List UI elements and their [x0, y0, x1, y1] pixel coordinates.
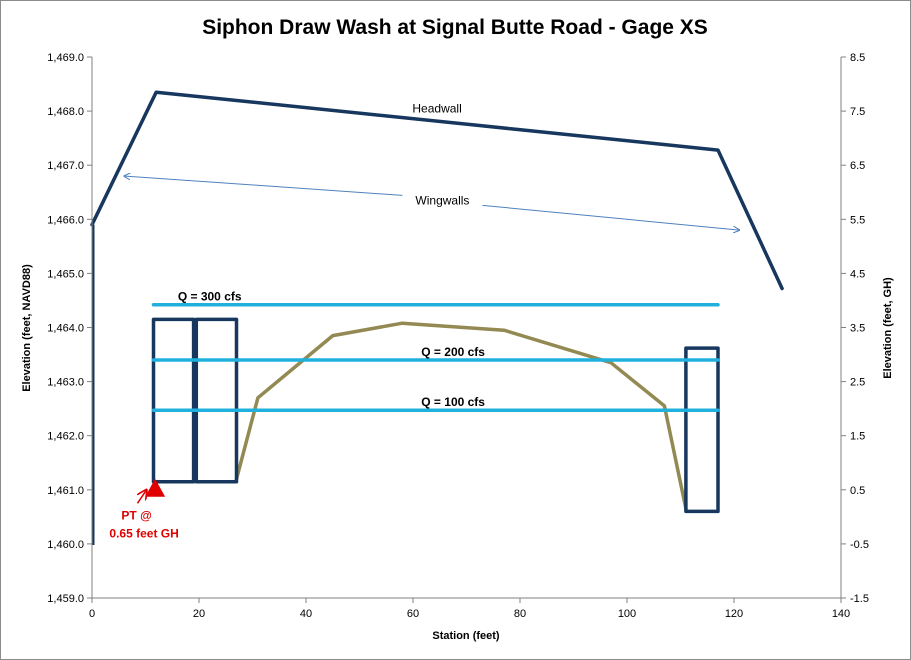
q300-label: Q = 300 cfs: [178, 290, 242, 304]
series-culvert: [684, 346, 720, 514]
y-tick-label-left: 1,460.0: [47, 539, 84, 551]
wingwalls-label: Wingwalls: [415, 193, 469, 207]
y-tick-label-right: 7.5: [850, 106, 865, 118]
pt-arrow: [136, 490, 146, 504]
y-tick-label-right: 8.5: [850, 52, 865, 64]
x-tick-label: 100: [618, 608, 636, 620]
wingwalls-arrow-left: [124, 176, 403, 196]
series-headwall: [90, 90, 784, 291]
y-tick-label-left: 1,468.0: [47, 106, 84, 118]
y-tick-label-left: 1,467.0: [47, 160, 84, 172]
headwall-label: Headwall: [412, 101, 461, 115]
y-tick-label-right: -1.5: [850, 593, 869, 605]
chart-title: Siphon Draw Wash at Signal Butte Road - …: [202, 16, 708, 39]
pt-label-line2: 0.65 feet GH: [109, 527, 178, 541]
y-tick-label-right: 6.5: [850, 160, 865, 172]
y-axis-label-left: Elevation (feet, NAVD88): [21, 264, 33, 392]
q100-label: Q = 100 cfs: [421, 395, 485, 409]
y-tick-label-left: 1,464.0: [47, 323, 84, 335]
x-tick-label: 0: [89, 608, 95, 620]
pressure-transducer-marker: [145, 478, 166, 497]
y-tick-label-left: 1,461.0: [47, 485, 84, 497]
y-tick-label-right: 1.5: [850, 431, 865, 443]
x-axis-label: Station (feet): [432, 630, 500, 642]
y-tick-label-right: 5.5: [850, 214, 865, 226]
y-tick-label-right: 4.5: [850, 268, 865, 280]
y-tick-label-left: 1,465.0: [47, 268, 84, 280]
y-axis-label-right: Elevation (feet, GH): [882, 277, 894, 379]
y-tick-label-right: 3.5: [850, 323, 865, 335]
y-tick-label-left: 1,466.0: [47, 214, 84, 226]
x-tick-label: 120: [725, 608, 743, 620]
q200-label: Q = 200 cfs: [421, 345, 485, 359]
y-tick-label-left: 1,462.0: [47, 431, 84, 443]
series-culvert: [151, 317, 196, 484]
pt-label-line1: PT @: [121, 509, 151, 523]
x-tick-label: 140: [832, 608, 850, 620]
chart-axes: 0 20 40 60 80 100 120 140 1,459.0 1,460.0 1,461.0 1…: [47, 52, 869, 620]
y-tick-label-right: 2.5: [850, 377, 865, 389]
series-ground: [234, 321, 688, 511]
y-tick-label-left: 1,459.0: [47, 593, 84, 605]
series-culvert: [194, 317, 239, 484]
x-tick-label: 60: [407, 608, 419, 620]
y-tick-label-right: -0.5: [850, 539, 869, 551]
x-tick-label: 40: [300, 608, 312, 620]
y-tick-label-left: 1,463.0: [47, 377, 84, 389]
x-tick-label: 20: [193, 608, 205, 620]
wingwalls-arrow-right: [482, 204, 739, 230]
x-tick-label: 80: [514, 608, 526, 620]
y-tick-label-right: 0.5: [850, 485, 865, 497]
y-tick-label-left: 1,469.0: [47, 52, 84, 64]
